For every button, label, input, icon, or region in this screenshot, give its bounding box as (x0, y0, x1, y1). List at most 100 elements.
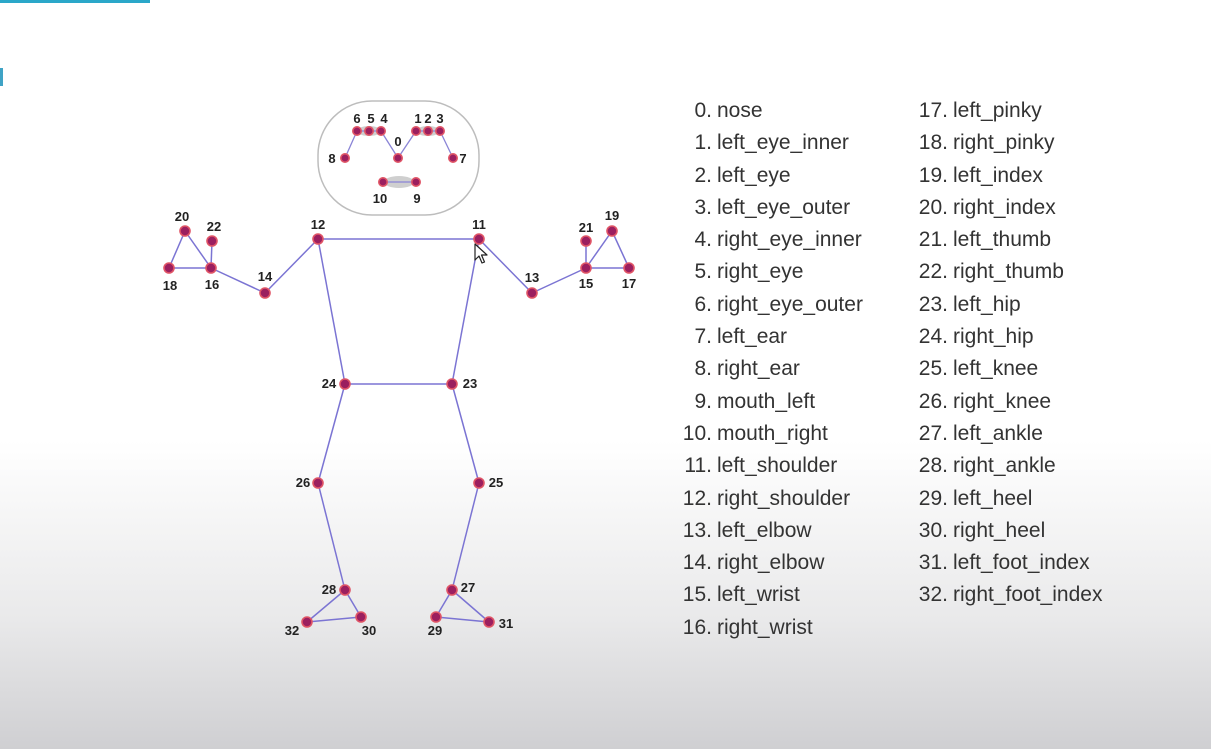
legend-item: 2.left_eye (672, 160, 932, 192)
legend-item-name: right_foot_index (953, 583, 1103, 607)
landmark-label-20: 20 (175, 209, 189, 224)
legend-item-number: 24. (918, 325, 948, 349)
connection-24-26 (317, 383, 346, 484)
connection-12-14 (264, 238, 319, 294)
legend-item-number: 2. (694, 163, 712, 187)
connection-27-31 (451, 589, 490, 623)
legend-item: 12.right_shoulder (672, 483, 932, 515)
legend-item-name: left_shoulder (717, 454, 838, 478)
landmark-point-25 (473, 477, 485, 489)
legend-item: 18.right_pinky (905, 127, 1165, 159)
landmark-point-0 (392, 153, 403, 164)
landmark-point-23 (446, 378, 458, 390)
landmark-point-27 (446, 584, 458, 596)
landmark-point-24 (339, 378, 351, 390)
landmark-point-8 (339, 153, 350, 164)
legend-item-name: right_hip (953, 325, 1034, 349)
landmark-label-26: 26 (296, 475, 310, 490)
legend-item-number: 27. (918, 421, 948, 445)
landmark-point-11 (473, 233, 485, 245)
connection-30-32 (306, 616, 362, 623)
legend-item-number: 29. (918, 486, 948, 510)
landmark-point-14 (259, 287, 271, 299)
legend-item-number: 26. (918, 389, 948, 413)
legend-item: 31.left_foot_index (905, 547, 1165, 579)
landmark-point-18 (163, 262, 175, 274)
legend-item: 29.left_heel (905, 483, 1165, 515)
connection-25-27 (451, 482, 480, 591)
landmark-label-10: 10 (373, 191, 387, 206)
legend-item: 7.left_ear (672, 321, 932, 353)
landmark-label-11: 11 (472, 217, 486, 232)
legend-item-name: left_knee (953, 357, 1039, 381)
legend-item-number: 18. (918, 131, 948, 155)
legend-item-number: 5. (694, 260, 712, 284)
legend-item-name: left_foot_index (953, 551, 1090, 575)
legend-item-name: right_eye_inner (717, 228, 862, 252)
legend-item-number: 7. (694, 325, 712, 349)
legend-item-name: right_ear (717, 357, 800, 381)
legend-item-name: left_wrist (717, 583, 800, 607)
connection-18-20 (168, 230, 186, 269)
legend-item-name: left_ear (717, 325, 788, 349)
left-accent-bar (0, 68, 3, 86)
legend-item-number: 13. (682, 518, 712, 542)
legend-item-number: 9. (694, 389, 712, 413)
connection-29-31 (435, 616, 490, 623)
legend-item-number: 32. (918, 583, 948, 607)
landmark-label-30: 30 (362, 623, 376, 638)
landmark-label-3: 3 (436, 111, 443, 126)
legend-item-number: 6. (694, 292, 712, 316)
landmark-label-6: 6 (353, 111, 360, 126)
legend-item-name: left_elbow (717, 518, 812, 542)
connection-15-19 (585, 230, 613, 269)
landmark-label-23: 23 (463, 376, 477, 391)
landmark-point-15 (580, 262, 592, 274)
legend-item: 25.left_knee (905, 353, 1165, 385)
landmark-label-2: 2 (424, 111, 431, 126)
landmark-point-5 (363, 126, 374, 137)
legend-item-number: 23. (918, 292, 948, 316)
legend-item-name: left_eye_inner (717, 131, 849, 155)
landmark-label-1: 1 (414, 111, 421, 126)
landmark-label-19: 19 (605, 208, 619, 223)
landmark-point-26 (312, 477, 324, 489)
legend-item-name: right_heel (953, 518, 1046, 542)
legend-item-name: left_eye_outer (717, 195, 851, 219)
connection-23-25 (451, 383, 480, 484)
legend-item: 28.right_ankle (905, 450, 1165, 482)
legend-item-name: left_index (953, 163, 1043, 187)
legend-item-name: left_hip (953, 292, 1021, 316)
connection-14-16 (210, 267, 266, 294)
connection-17-19 (611, 230, 630, 269)
connection-28-32 (306, 589, 346, 623)
legend-item-number: 28. (918, 454, 948, 478)
legend-item: 26.right_knee (905, 386, 1165, 418)
legend-item: 0.nose (672, 95, 932, 127)
landmark-label-7: 7 (459, 151, 466, 166)
legend-item: 32.right_foot_index (905, 579, 1165, 611)
connection-12-24 (317, 238, 346, 385)
legend-item-number: 11. (684, 454, 712, 478)
legend-item-name: right_ankle (953, 454, 1056, 478)
legend-item-number: 19. (918, 163, 948, 187)
landmark-point-19 (606, 225, 618, 237)
legend-item: 8.right_ear (672, 353, 932, 385)
legend-item: 3.left_eye_outer (672, 192, 932, 224)
connection-11-13 (478, 238, 533, 294)
landmark-label-16: 16 (205, 277, 219, 292)
legend-item-name: right_thumb (953, 260, 1064, 284)
legend-item: 20.right_index (905, 192, 1165, 224)
legend-item: 13.left_elbow (672, 515, 932, 547)
legend-item: 14.right_elbow (672, 547, 932, 579)
landmark-label-29: 29 (428, 623, 442, 638)
legend-item-name: right_eye_outer (717, 292, 863, 316)
landmark-label-5: 5 (367, 111, 374, 126)
landmark-point-30 (355, 611, 367, 623)
landmark-label-15: 15 (579, 276, 593, 291)
landmark-label-14: 14 (258, 269, 273, 284)
legend-item-number: 30. (918, 518, 948, 542)
landmark-label-25: 25 (489, 475, 503, 490)
